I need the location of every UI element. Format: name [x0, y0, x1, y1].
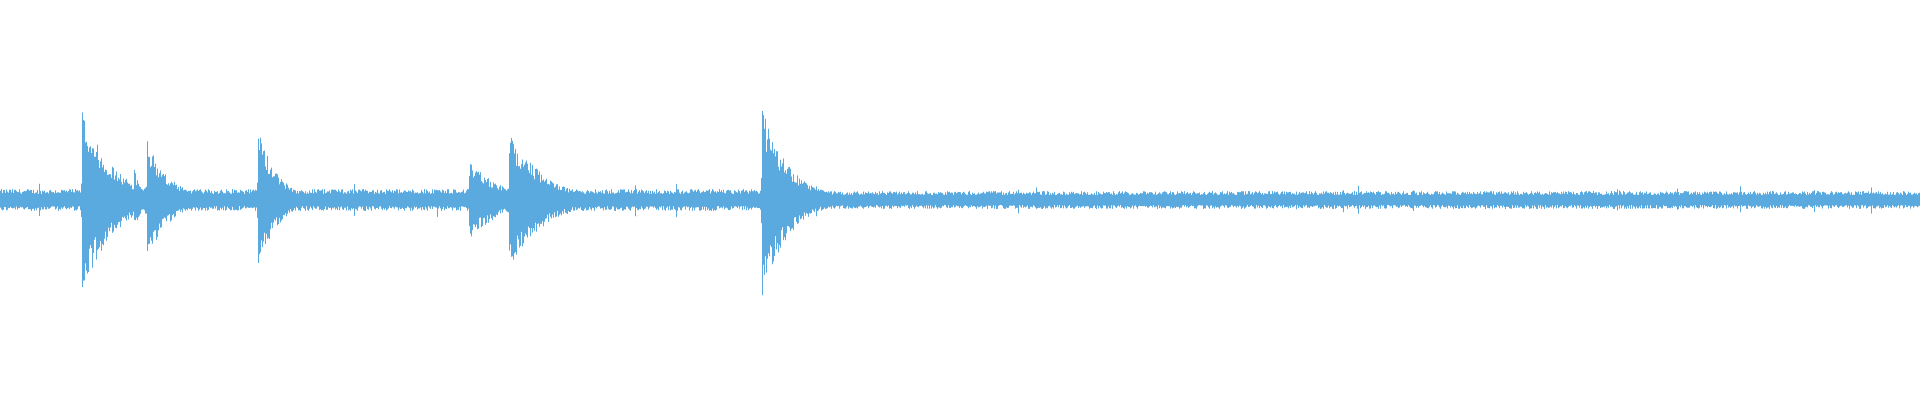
waveform-trace	[0, 111, 1920, 296]
